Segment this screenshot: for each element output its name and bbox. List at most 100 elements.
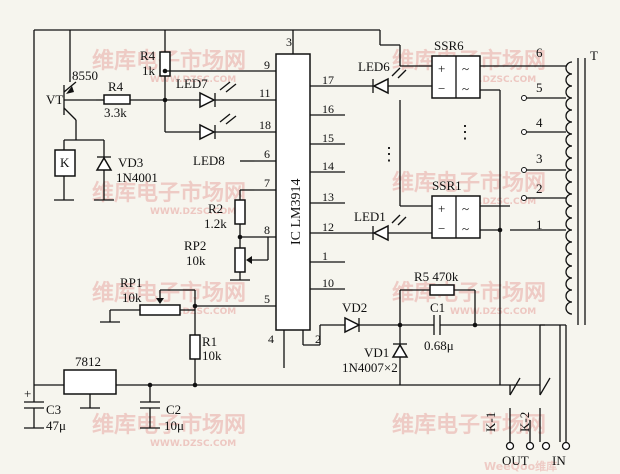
- tap-6: 6: [536, 45, 543, 60]
- resistor-r5: [429, 284, 455, 296]
- vd2-label: VD2: [342, 300, 367, 315]
- relay-coil-k: [54, 149, 76, 177]
- r5-label: R5 470k: [414, 269, 459, 284]
- watermark-brand: 维库电子市场网: [92, 412, 246, 438]
- rp2-value: 10k: [186, 253, 206, 268]
- ssr1-plus: +: [438, 201, 445, 216]
- ellipsis-leds: ⋮: [380, 144, 398, 164]
- vd1-label: VD1: [364, 345, 389, 360]
- c2-value: 10μ: [164, 418, 184, 433]
- potentiometer-rp1: [139, 304, 181, 316]
- ssr6-plus: +: [438, 61, 445, 76]
- diode-vd3: [95, 156, 113, 171]
- ic-pin-6: 6: [264, 147, 270, 161]
- transistor-ref: VT: [46, 92, 63, 107]
- transistor-part: 8550: [72, 68, 98, 83]
- ic-pin-9: 9: [264, 58, 270, 72]
- led1: [350, 214, 432, 242]
- watermark-brand: 维库电子市场网: [392, 280, 546, 306]
- ic-lm3914-body: [275, 53, 311, 331]
- c2-label: C2: [166, 402, 181, 417]
- led6-label: LED6: [358, 59, 390, 74]
- relay-label: K: [60, 155, 70, 170]
- ellipsis-ssr: ⋮: [456, 122, 474, 142]
- watermark-url: WWW.DZSC.COM: [150, 75, 236, 85]
- ssr1-ac2: ~: [462, 221, 469, 236]
- ic-pin-3: 3: [286, 35, 292, 49]
- regulator-7812: [63, 369, 117, 395]
- ic-label: IC LM3914: [289, 179, 304, 246]
- c3-label: C3: [46, 402, 61, 417]
- ic-pin-8: 8: [264, 223, 270, 237]
- resistor-r4-series-ref: R4: [108, 79, 124, 94]
- watermark-url: WWW.DZSC.COM: [150, 307, 236, 317]
- transformer-label: T: [590, 48, 598, 63]
- watermark-url: WWW.DZSC.COM: [450, 75, 536, 85]
- resistor-r2: [234, 199, 246, 225]
- ic-pin-17: 17: [322, 73, 334, 87]
- ssr1-ac1: ~: [462, 201, 469, 216]
- transistor-vt: [63, 81, 96, 128]
- ssr6-ac2: ~: [462, 81, 469, 96]
- watermark-footer: WeeQoo维库: [484, 459, 557, 473]
- resistor-r4-pullup-value: 1k: [142, 63, 156, 78]
- led6: [350, 67, 432, 95]
- tap-3: 3: [536, 151, 543, 166]
- ic-pin-16: 16: [322, 102, 334, 116]
- watermark-url: WWW.DZSC.COM: [150, 207, 236, 217]
- transformer-taps: [510, 65, 566, 326]
- resistor-r4-series: [103, 94, 131, 105]
- diode-vd1: [391, 343, 409, 358]
- ssr6-label: SSR6: [434, 38, 464, 53]
- tap-4: 4: [536, 115, 543, 130]
- regulator-label: 7812: [75, 354, 101, 369]
- k2-label: K-2: [517, 412, 532, 432]
- ssr1-minus: −: [438, 221, 445, 236]
- k1-label: K-1: [483, 412, 498, 432]
- diode-vd2: [344, 316, 361, 334]
- ic-pin-18: 18: [259, 118, 271, 132]
- potentiometer-rp2: [234, 247, 246, 273]
- vd3-label: VD3: [118, 155, 143, 170]
- ic-pin-5: 5: [264, 292, 270, 306]
- ic-pin-14: 14: [322, 159, 334, 173]
- ic-pin-15: 15: [322, 131, 334, 145]
- ic-pin-12: 12: [322, 220, 334, 234]
- r1-label: R1: [202, 334, 217, 349]
- watermark-url: WWW.DZSC.COM: [450, 197, 536, 207]
- led1-label: LED1: [354, 209, 386, 224]
- ic-pin-1: 1: [322, 249, 328, 263]
- ic-pin-4: 4: [268, 332, 274, 346]
- watermark-url: WWW.DZSC.COM: [450, 307, 536, 317]
- ssr1-label: SSR1: [432, 178, 462, 193]
- r2-value: 1.2k: [204, 216, 227, 231]
- rp1-value: 10k: [122, 290, 142, 305]
- resistor-r4-pullup-ref: R4: [140, 48, 156, 63]
- led7: [199, 81, 255, 109]
- led7-label: LED7: [176, 76, 208, 91]
- rp1-label: RP1: [120, 275, 142, 290]
- ssr6-ac1: ~: [462, 61, 469, 76]
- tap-1: 1: [536, 217, 543, 232]
- tap-5: 5: [536, 80, 543, 95]
- led8-label: LED8: [193, 153, 225, 168]
- ic-pin-13: 13: [322, 190, 334, 204]
- rp2-label: RP2: [184, 238, 206, 253]
- input-terminals: [541, 441, 571, 451]
- watermark-brand: 维库电子市场网: [392, 412, 546, 438]
- transformer-t: [565, 58, 586, 325]
- tap-2: 2: [536, 181, 543, 196]
- ic-pin-2: 2: [315, 332, 321, 346]
- resistor-r1: [189, 334, 201, 360]
- ssr6-minus: −: [438, 81, 445, 96]
- vd-part: 1N4007×2: [342, 360, 398, 375]
- output-terminals: [505, 441, 535, 451]
- out-label: OUT: [502, 453, 529, 468]
- c1-label: C1: [430, 300, 445, 315]
- ic-pin-10: 10: [322, 276, 334, 290]
- ic-pin-11: 11: [259, 86, 271, 100]
- c3-value: 47μ: [46, 418, 66, 433]
- tap-terminals: [521, 95, 527, 201]
- in-label: IN: [552, 453, 566, 468]
